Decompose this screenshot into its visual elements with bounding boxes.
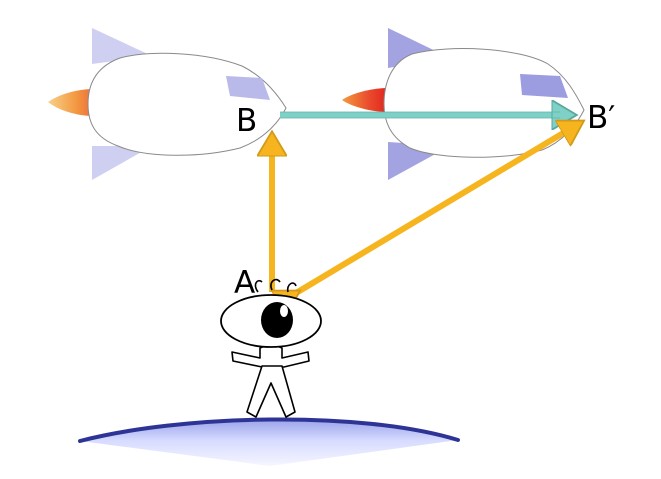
rocket-initial-flame-icon [48, 89, 94, 116]
ground-horizon-line [78, 417, 460, 443]
rocket-initial-lower-fin [92, 146, 152, 180]
observer-pupil [261, 302, 293, 338]
observer-lash-right [286, 282, 297, 293]
rocket-moved-window [520, 74, 568, 98]
rocket-moved-icon [342, 28, 585, 180]
rocket-moved-flame-icon [342, 88, 388, 112]
ground-fill [80, 419, 458, 466]
rocket-initial-window [226, 76, 270, 100]
point-b-label: B [236, 103, 257, 139]
observer-lash-left [254, 279, 263, 293]
observer-arms [231, 344, 310, 368]
observer-legs [246, 365, 296, 418]
observer-pupil-highlight [280, 305, 288, 317]
point-b-prime-label: B′ [587, 100, 615, 136]
earth-surface-icon [78, 417, 460, 466]
observer-eye-figure-icon [220, 278, 322, 418]
point-a-label: A [234, 265, 255, 301]
observer-lash-mid [270, 278, 281, 291]
rocket-initial-icon [48, 28, 287, 180]
sight-line-to-b-prime-arrow [296, 123, 580, 293]
